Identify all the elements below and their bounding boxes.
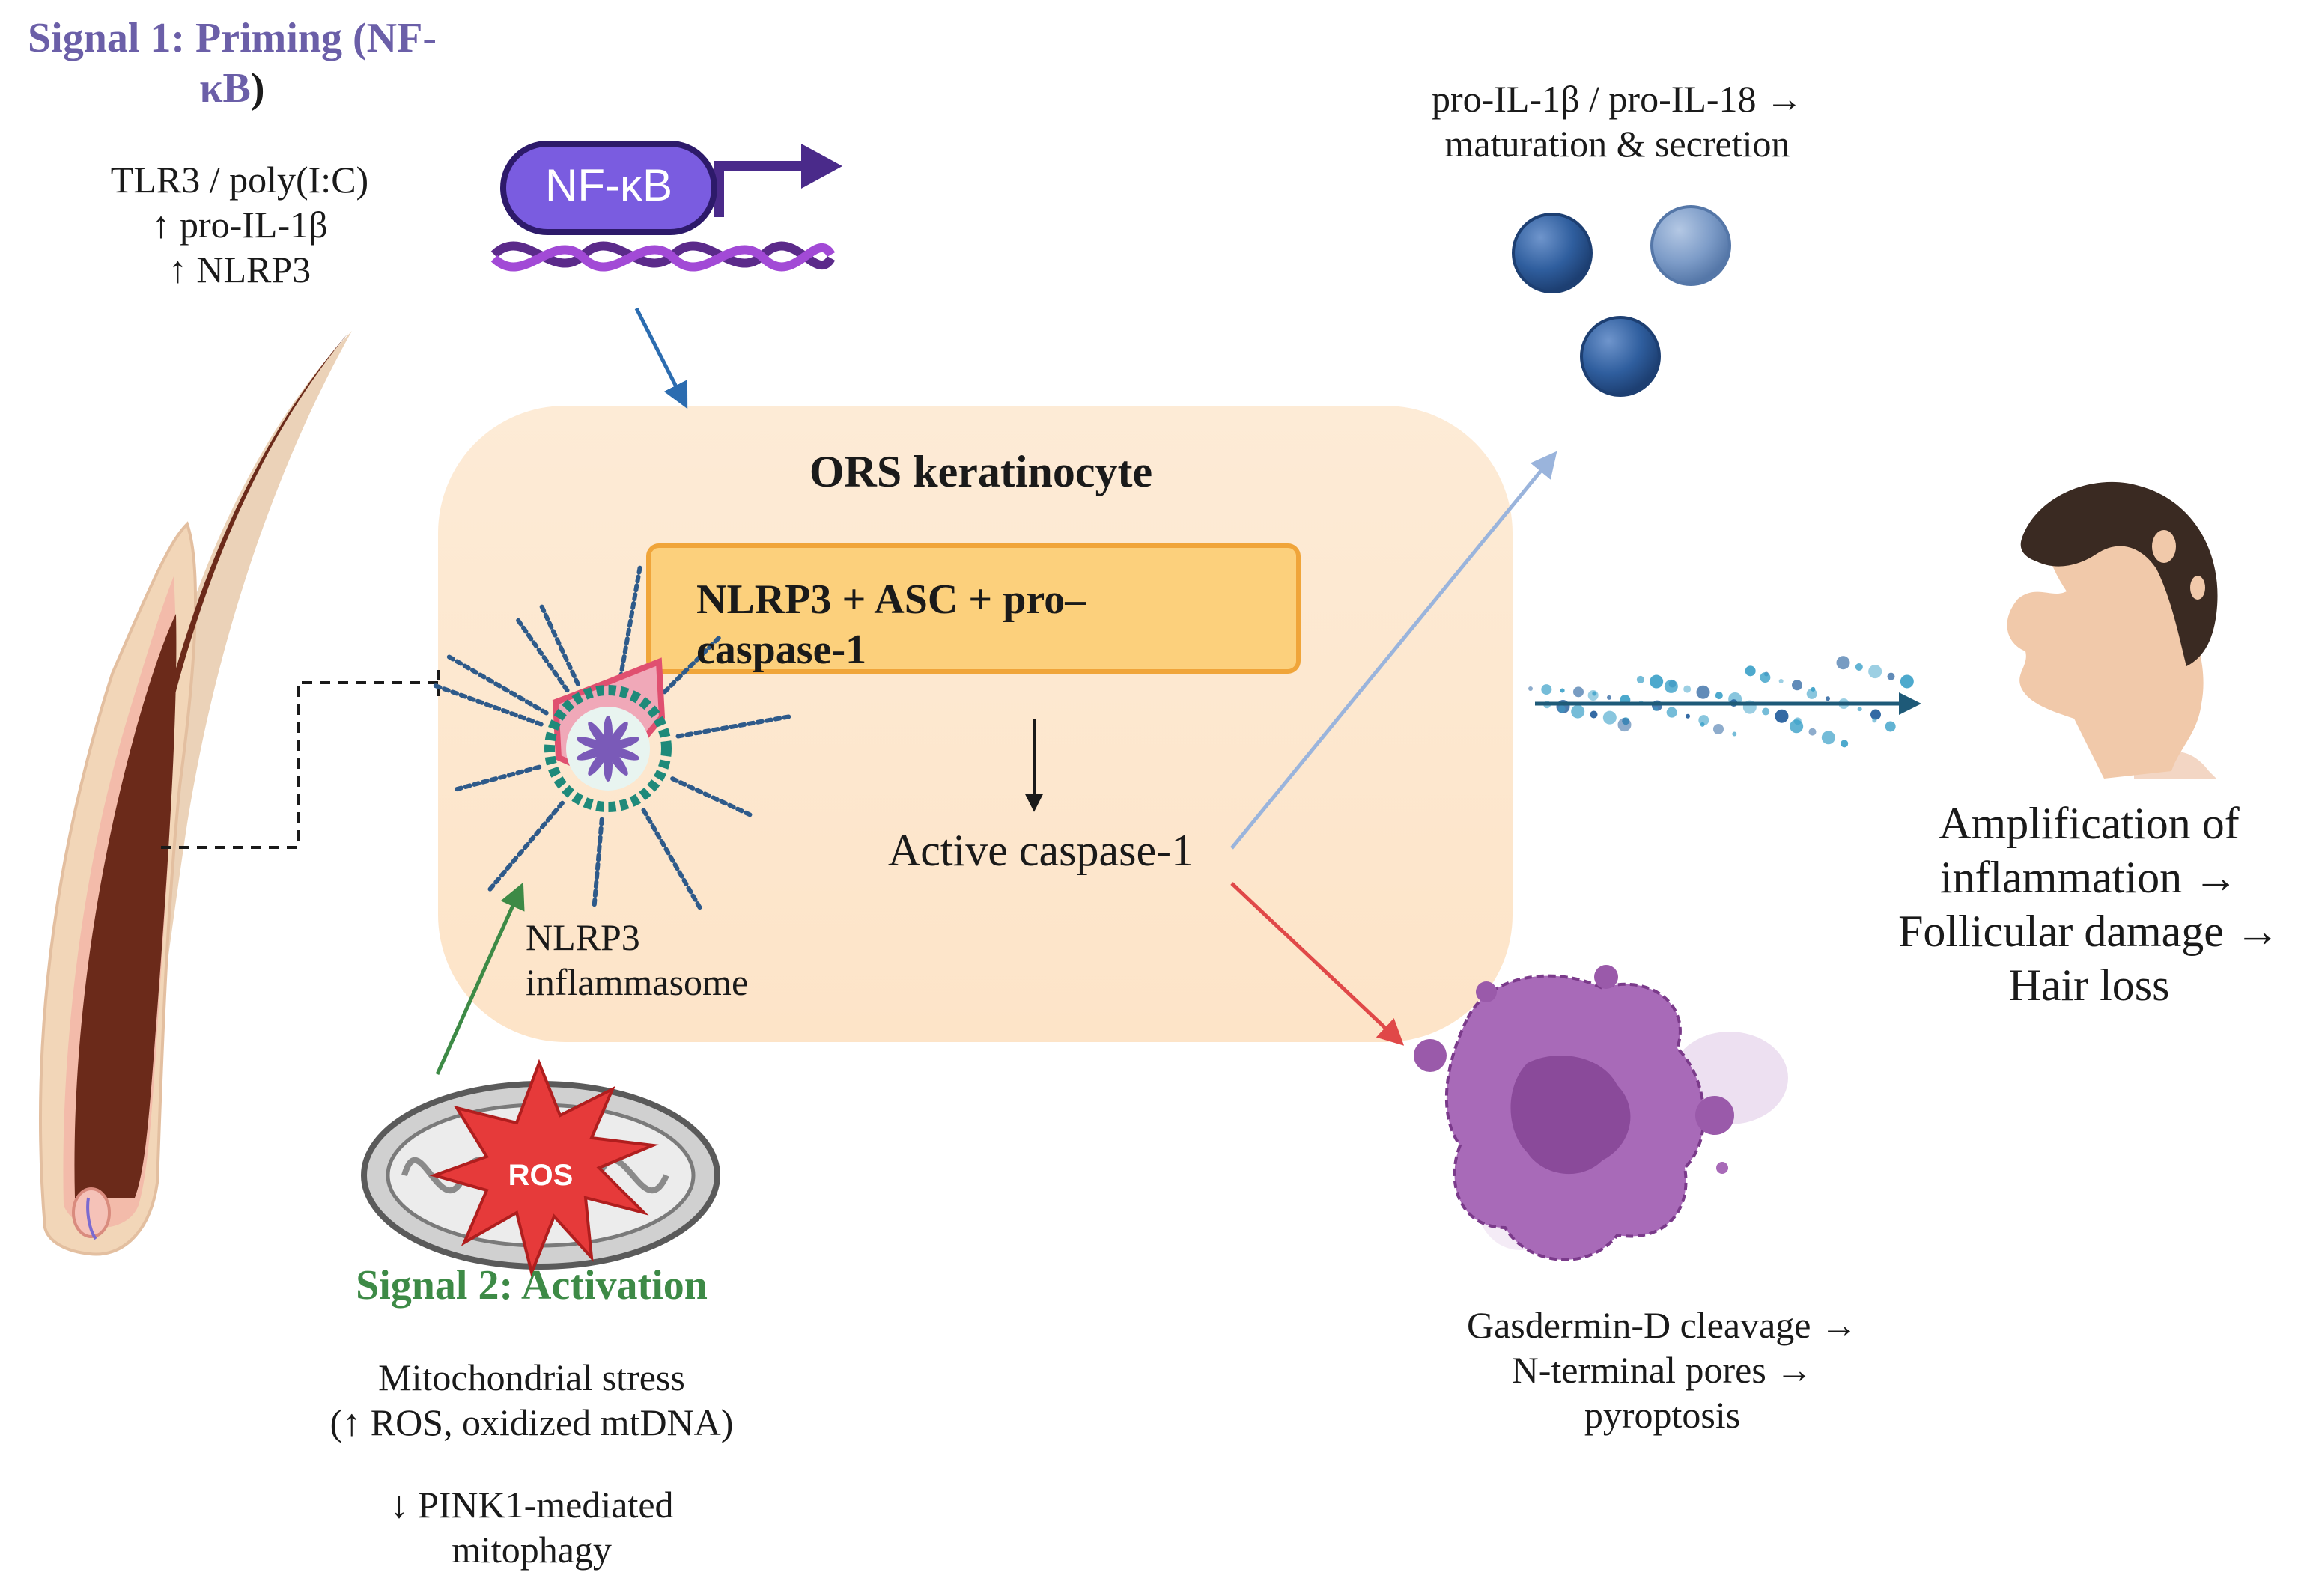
cytokine-spheres <box>1512 205 1731 397</box>
patient-head-icon <box>2007 481 2218 779</box>
nfkb-promoter-icon <box>490 141 842 272</box>
mitochondrion-icon <box>361 1059 720 1278</box>
arrow-nfkb-to-cell <box>634 307 688 409</box>
outcome-label: Amplification of inflammation → Follicul… <box>1898 799 2280 1010</box>
mitochondrial-stress-label: Mitochondrial stress (↑ ROS, oxidized mt… <box>329 1356 734 1443</box>
pyroptotic-cell-icon <box>1414 965 1788 1261</box>
pyroptosis-label: Gasdermin-D cleavage → N-terminal pores … <box>1467 1304 1858 1436</box>
arrow-to-cytokines <box>1230 451 1557 850</box>
cytokine-maturation-label: pro-IL-1β / pro-IL-18 → maturation & sec… <box>1431 78 1804 165</box>
inflammasome-icon <box>433 565 791 910</box>
inflammasome-complex-box <box>646 543 1301 674</box>
hair-follicle-icon <box>39 331 353 1256</box>
signal1-details: TLR3 / poly(I:C) ↑ pro-IL-1β ↑ NLRP3 <box>110 159 369 290</box>
mitophagy-label: ↓ PINK1-mediated mitophagy <box>389 1484 674 1571</box>
nfkb-label: NF-κB <box>545 160 672 210</box>
signal1-title: Signal 1: Priming (NF- κB) <box>28 15 437 112</box>
dashed-connector <box>161 670 440 849</box>
cell-title: ORS keratinocyte <box>809 447 1153 496</box>
inflammasome-label: NLRP3 inflammasome <box>526 916 749 1003</box>
arrow-to-pyroptosis <box>1230 882 1405 1046</box>
arrow-ros-to-inflammasome <box>435 882 525 1076</box>
ros-label: ROS <box>508 1159 574 1192</box>
cytokine-spray <box>1528 656 1914 748</box>
signal2-title: Signal 2: Activation <box>356 1262 708 1309</box>
active-caspase-label: Active caspase-1 <box>887 826 1194 875</box>
complex-label: NLRP3 + ASC + pro– caspase-1 <box>696 576 1086 674</box>
